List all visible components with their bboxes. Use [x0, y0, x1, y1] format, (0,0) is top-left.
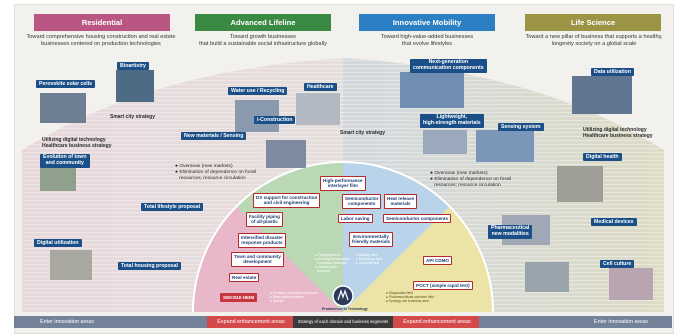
strategy-bg: [293, 316, 393, 328]
box-api-cdmo: API CDMO: [423, 256, 452, 266]
footer-expand-left: Expand enhancement areas: [217, 319, 285, 325]
label-healthcare: Healthcare: [304, 83, 337, 91]
box-real-estate: Real estate: [229, 273, 260, 283]
footer-strategy: Strategy of each domain and business seg…: [297, 319, 389, 324]
label-i-construction: i-Construction: [254, 116, 296, 124]
category-residential: Residential: [34, 14, 170, 31]
smart-city-mid: Smart city strategy: [340, 130, 386, 136]
label-medical-devices: Medical devices: [591, 218, 637, 226]
label-total-lifestyle: Total lifestyle proposal: [141, 203, 204, 211]
bullets-left: ● Overseas (new markets) ● Elimination o…: [175, 164, 257, 182]
residential-desc: Toward comprehensive housing constructio…: [26, 34, 176, 47]
bullets-right: ● Overseas (new markets) ● Elimination o…: [430, 171, 512, 189]
label-digital-utilization: Digital utilization: [34, 239, 82, 247]
label-total-housing: Total housing proposal: [118, 262, 181, 270]
smart-city-left: Smart city strategy: [110, 114, 156, 120]
category-life-label: Life Science: [570, 18, 616, 27]
center-caption: Prominence in Technology: [322, 307, 368, 311]
category-advanced-lifeline: Advanced Lifeline: [195, 14, 331, 31]
label-water-use: Water use / Recycling: [228, 87, 288, 95]
tiny-lifeline: ● Piping/Systems ● Housing/Infrastructur…: [315, 253, 351, 274]
life-desc: Toward a new pillar of business that sup…: [525, 34, 663, 47]
footer-expand-right: Expand enhancement areas: [403, 319, 471, 325]
footer-enter-left: Enter innovation areas: [40, 319, 94, 325]
category-innovative-mobility: Innovative Mobility: [359, 14, 495, 31]
label-data-utilization: Data utilization: [591, 68, 634, 76]
photos: [40, 70, 653, 300]
category-lifeline-label: Advanced Lifeline: [230, 18, 296, 27]
box-poct: POCT (simple rapid test): [413, 281, 473, 291]
label-sensing-system: Sensing system: [498, 123, 544, 131]
expand-right-bg: [393, 316, 479, 328]
category-residential-label: Residential: [81, 18, 123, 27]
label-perovskite: Perovskite solar cells: [36, 80, 96, 88]
box-sekisui-heim: SEKISUI HEIM: [220, 293, 258, 303]
label-bioartistry: Bioartistry: [117, 62, 149, 70]
tiny-life: ● Diagnostics field ● Pharmaceuticals sc…: [386, 291, 434, 304]
category-mobility-label: Innovative Mobility: [392, 18, 462, 27]
label-lightweight: Lightweight,high-strength materials: [420, 114, 484, 128]
footer-enter-right: Enter innovation areas: [594, 319, 648, 325]
category-life-science: Life Science: [525, 14, 661, 31]
label-digital-health: Digital health: [583, 153, 622, 161]
label-cell-culture: Cell culture: [600, 260, 635, 268]
tiny-mobility: ● Mobility field ● Electronics field ● I…: [356, 253, 383, 266]
box-labor-saving: Labor saving: [338, 214, 373, 224]
label-new-materials: New materials / Sensing: [181, 132, 247, 140]
box-semicon-components: Semiconductor components: [383, 214, 452, 224]
tiny-residential: ● Housing construction business ● Real e…: [270, 291, 318, 304]
expand-left-bg: [207, 316, 293, 328]
